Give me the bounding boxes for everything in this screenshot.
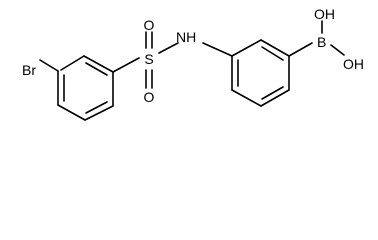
carbon-sulfur-bond [112, 57, 140, 73]
hydroxyl-right: OH [343, 56, 364, 72]
structural-formula: Br S O O NH B OH OH [22, 6, 364, 121]
boronophenyl-ring [231, 39, 290, 107]
sulfur-atom: S [144, 51, 153, 67]
nitrogen-carbon-bond [202, 42, 233, 57]
boronic-acid-group: B OH OH [314, 6, 364, 72]
sulfonyl-oxygen-bottom: O [144, 89, 155, 105]
boron-atom: B [317, 34, 326, 50]
sulfur-nitrogen-bond [158, 42, 179, 54]
sulfonyl-group: S O O [144, 17, 155, 105]
bromine-atom: Br [22, 62, 36, 78]
carbon-boron-bond [288, 42, 313, 57]
sulfonyl-oxygen-top: O [144, 17, 155, 33]
bromophenyl-ring [57, 55, 114, 121]
hydroxyl-top: OH [314, 6, 335, 22]
carbon-bromine-bond [39, 59, 59, 72]
amine-nh: NH [176, 29, 196, 45]
